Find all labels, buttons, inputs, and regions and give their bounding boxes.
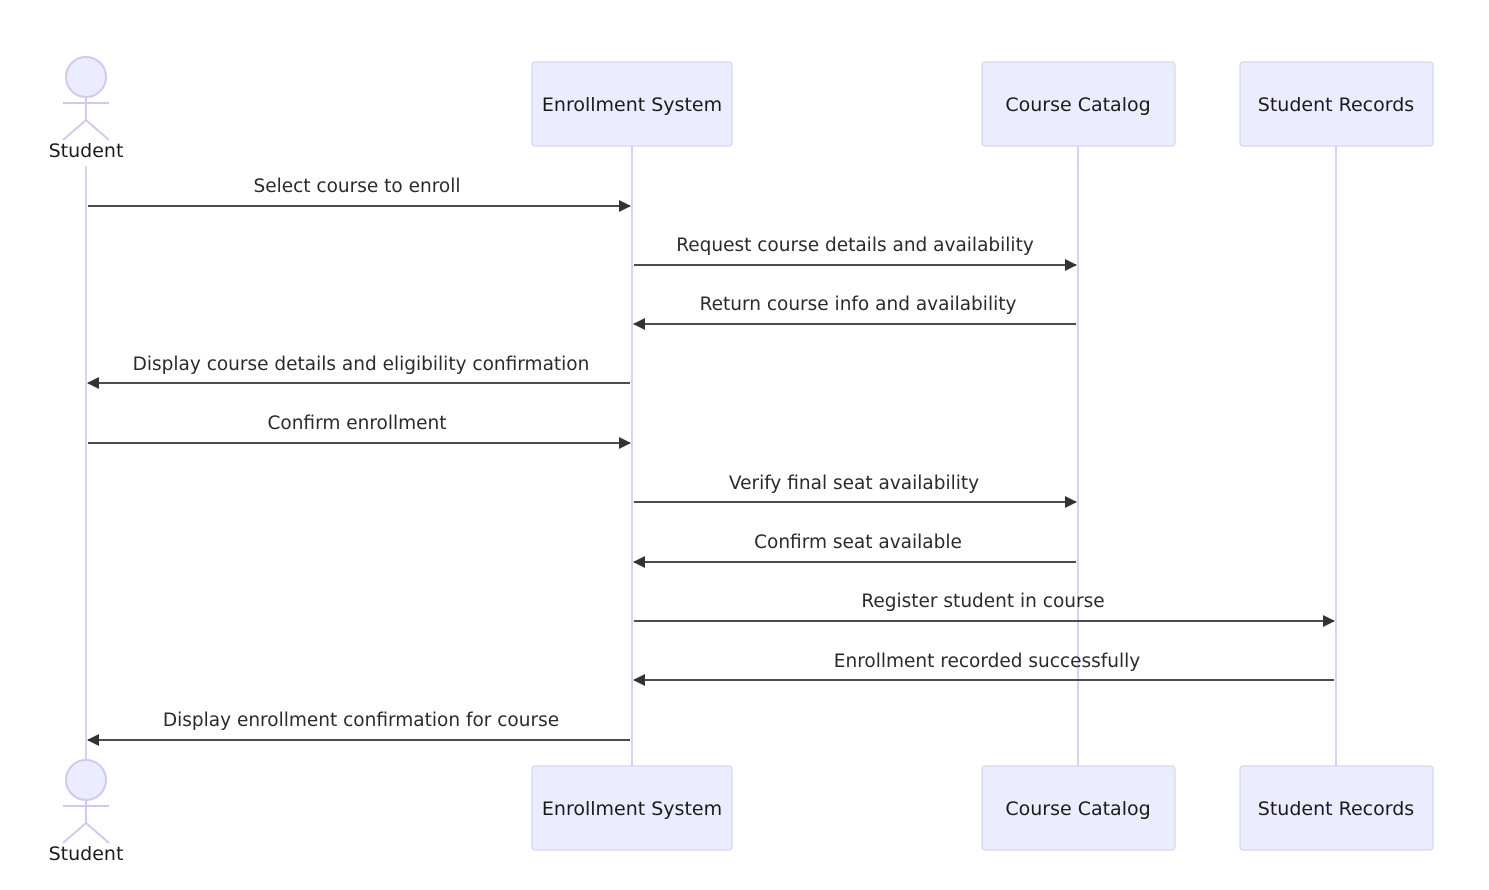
message-label: Verify final seat availability [729, 473, 979, 494]
message: Enrollment recorded successfully [633, 651, 1334, 686]
participant-label: Enrollment System [542, 798, 722, 820]
message: Display course details and eligibility c… [87, 354, 630, 389]
message: Register student in course [634, 591, 1335, 627]
message: Confirm seat available [633, 532, 1076, 568]
message: Return course info and availability [633, 294, 1076, 330]
participant-enrollment-system-bottom: Enrollment System [531, 765, 733, 851]
message-label: Display enrollment confirmation for cour… [163, 710, 559, 731]
participant-student-records-bottom: Student Records [1239, 765, 1434, 851]
message-label: Confirm seat available [754, 532, 962, 553]
participant-label: Enrollment System [542, 94, 722, 116]
message: Verify final seat availability [634, 473, 1077, 508]
participant-student-records-top: Student Records [1239, 61, 1434, 147]
actor-head-icon [65, 759, 107, 801]
message: Request course details and availability [634, 235, 1077, 271]
participant-label: Course Catalog [1005, 798, 1150, 820]
participant-label: Student Records [1258, 94, 1414, 116]
message: Confirm enrollment [88, 413, 631, 449]
participant-course-catalog-bottom: Course Catalog [981, 765, 1176, 851]
actor-label: Student [49, 843, 124, 865]
actor-head-icon [65, 56, 107, 98]
participant-course-catalog-top: Course Catalog [981, 61, 1176, 147]
message: Display enrollment confirmation for cour… [87, 710, 630, 746]
participant-label: Course Catalog [1005, 94, 1150, 116]
message-label: Select course to enroll [253, 176, 460, 197]
participant-label: Student Records [1258, 798, 1414, 820]
participant-enrollment-system-top: Enrollment System [531, 61, 733, 147]
message-label: Register student in course [861, 591, 1104, 612]
message-label: Confirm enrollment [267, 413, 446, 434]
message: Select course to enroll [88, 176, 631, 212]
message-label: Return course info and availability [700, 294, 1017, 315]
actor-student-bottom: Student [49, 759, 124, 865]
message-label: Request course details and availability [676, 235, 1034, 256]
message-label: Display course details and eligibility c… [133, 354, 590, 375]
message-label: Enrollment recorded successfully [834, 651, 1140, 672]
actor-label: Student [49, 140, 124, 162]
actor-student-top: Student [49, 56, 124, 162]
